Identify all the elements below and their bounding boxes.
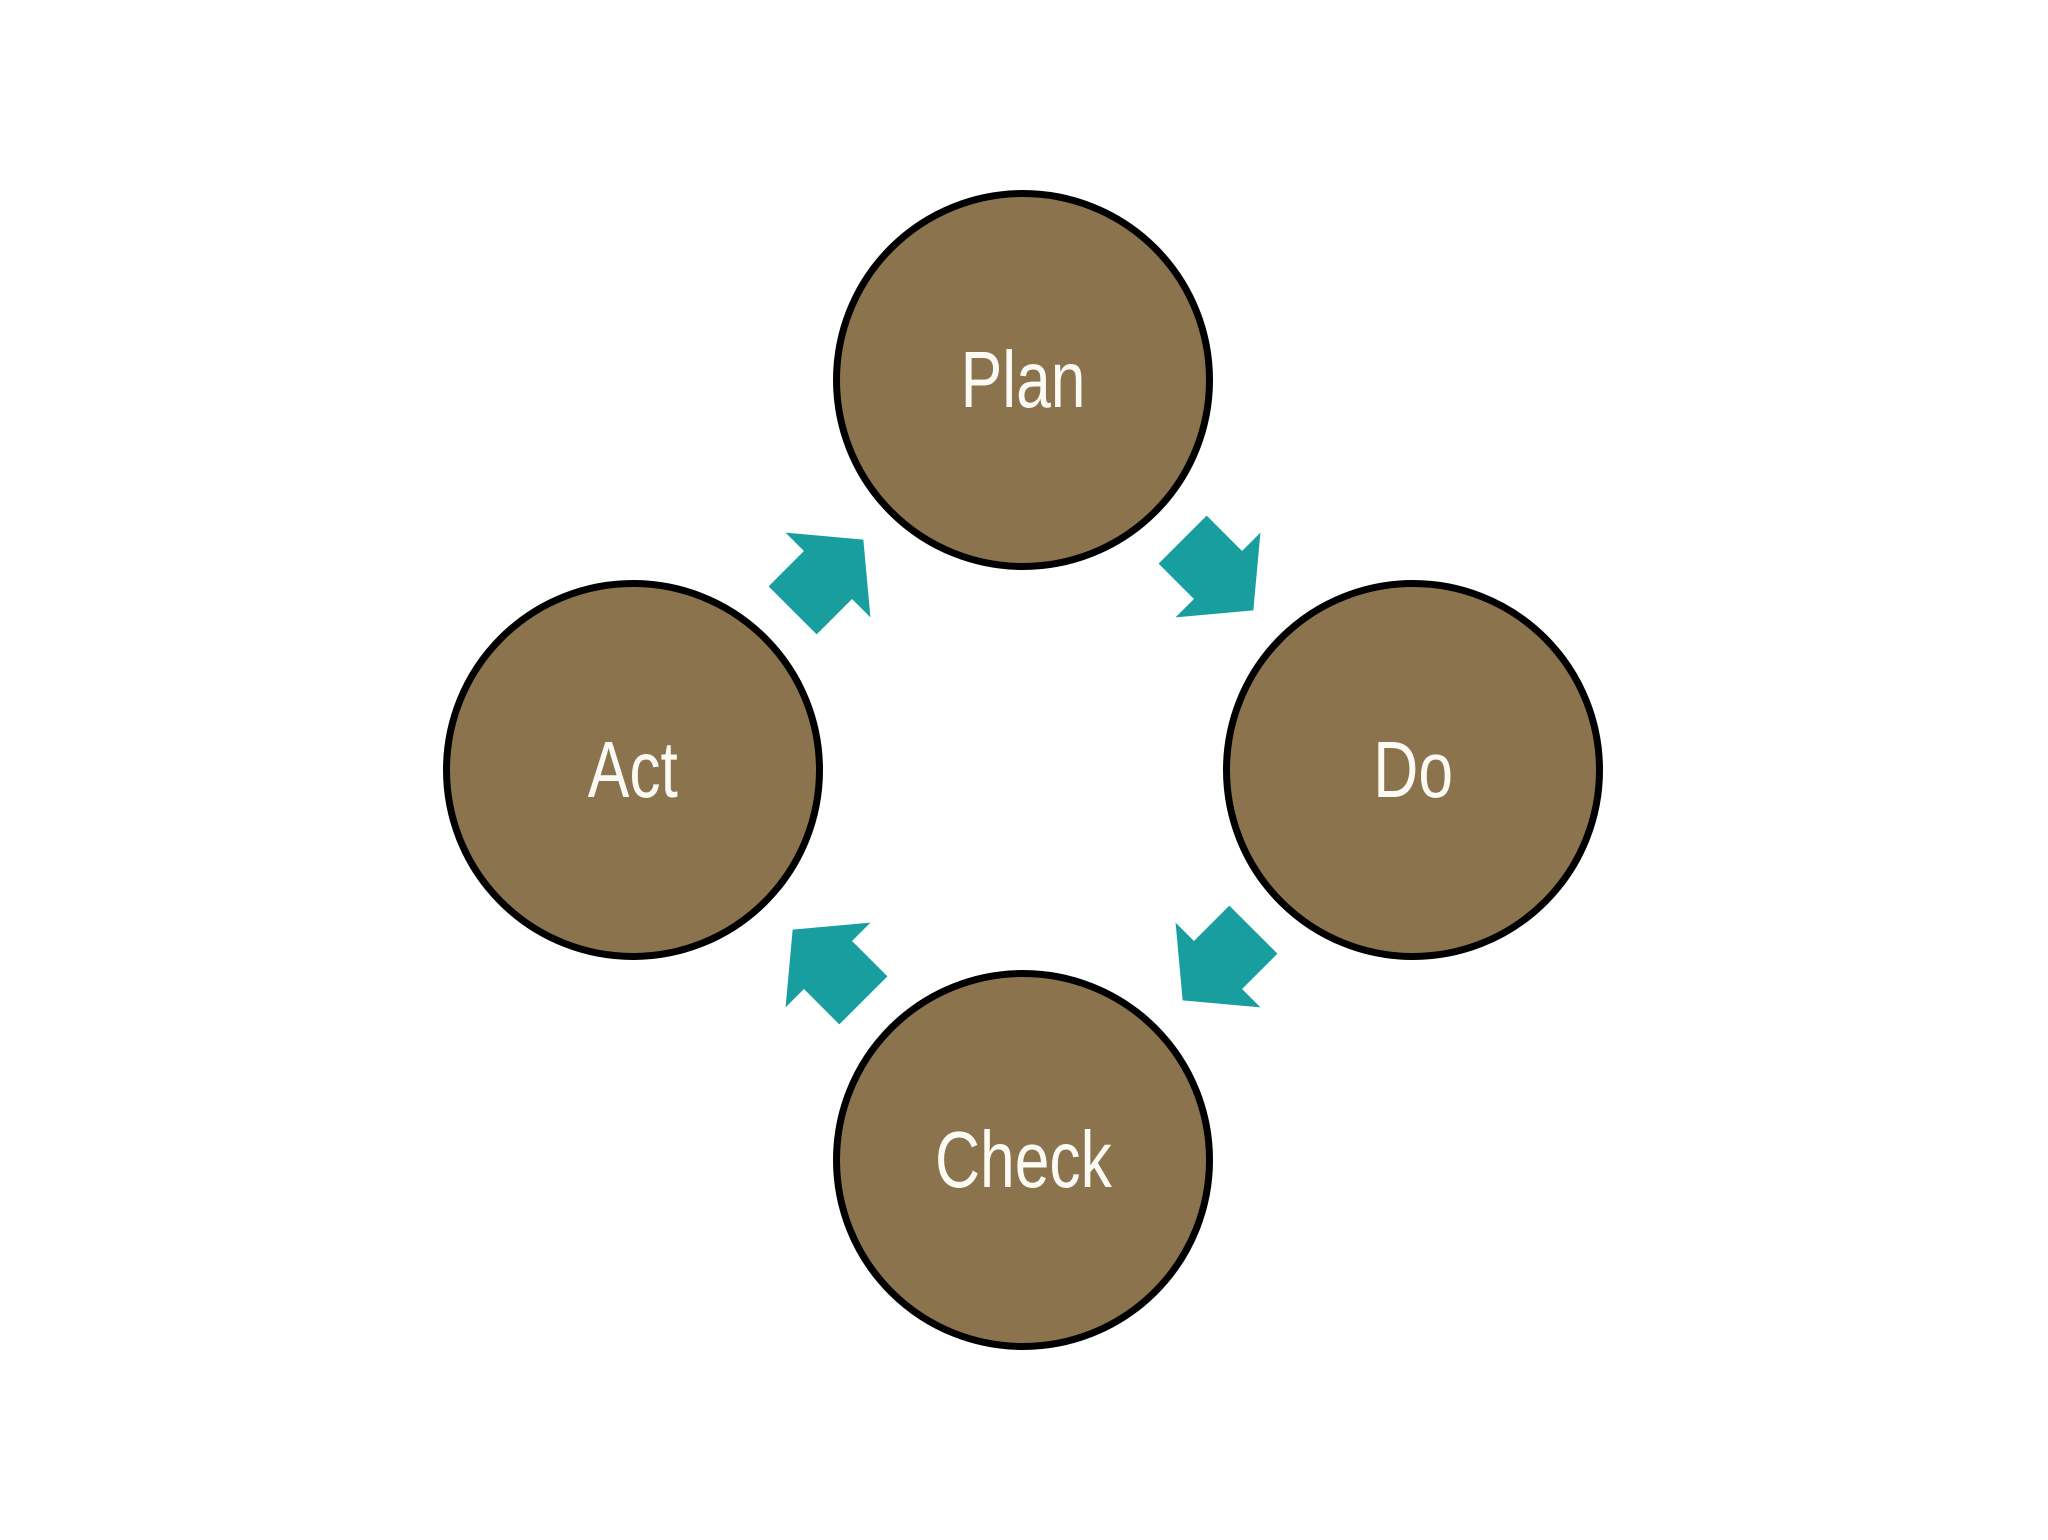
node-plan-label: Plan bbox=[960, 335, 1086, 424]
node-do-label: Do bbox=[1373, 725, 1453, 814]
node-check-label: Check bbox=[934, 1115, 1112, 1204]
block-arrow-down-right-icon bbox=[1158, 515, 1261, 618]
node-plan: Plan bbox=[833, 190, 1213, 570]
block-arrow-up-left-icon bbox=[785, 922, 888, 1025]
node-do: Do bbox=[1223, 580, 1603, 960]
node-check: Check bbox=[833, 970, 1213, 1350]
node-act: Act bbox=[443, 580, 823, 960]
node-act-label: Act bbox=[587, 725, 679, 814]
block-arrow-up-right-icon bbox=[768, 532, 871, 635]
block-arrow-down-left-icon bbox=[1175, 905, 1278, 1008]
